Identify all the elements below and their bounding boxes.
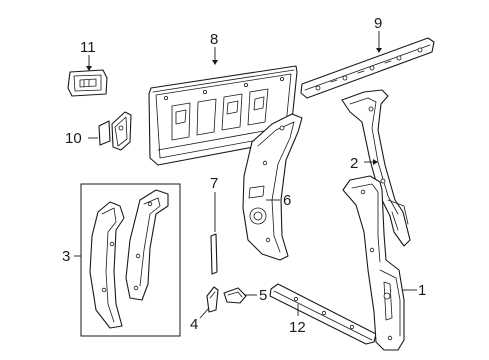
part-12-sill-rail <box>269 283 377 345</box>
part-5-bracket <box>223 287 247 304</box>
part-6-wheelhouse-panel <box>242 113 303 261</box>
part-2-pillar-reinforcement <box>341 89 411 247</box>
callout-8: 8 <box>210 31 218 48</box>
callout-7: 7 <box>210 175 218 192</box>
part-7-strip <box>210 233 218 275</box>
part-9-rail <box>300 37 435 99</box>
part-4-clip <box>206 286 219 313</box>
part-3-pillar-left <box>89 201 125 329</box>
part-1-side-panel <box>342 175 405 351</box>
part-11-bracket <box>67 69 108 97</box>
part-10-plate <box>98 111 132 151</box>
callout-4: 4 <box>190 316 198 333</box>
callout-1: 1 <box>418 282 426 299</box>
callout-9: 9 <box>374 15 382 32</box>
arrow-2 <box>373 159 378 165</box>
leader-4 <box>199 307 210 319</box>
arrow-11 <box>86 66 92 71</box>
part-3-pillar-right <box>125 189 169 301</box>
callout-2: 2 <box>350 155 358 172</box>
callout-11: 11 <box>80 39 96 56</box>
callout-5: 5 <box>259 287 267 304</box>
callout-3: 3 <box>62 248 70 265</box>
callout-10: 10 <box>65 130 82 147</box>
callout-12: 12 <box>289 319 306 336</box>
callout-6: 6 <box>283 192 291 209</box>
part-3-group-box <box>80 183 181 337</box>
arrow-9 <box>376 48 382 53</box>
arrow-8 <box>212 60 218 65</box>
